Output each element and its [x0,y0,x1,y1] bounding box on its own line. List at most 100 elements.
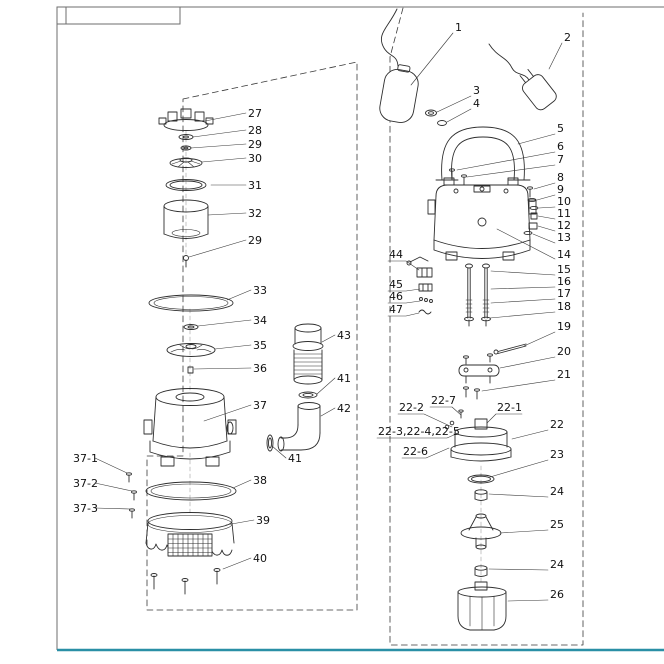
callout-37-3: 37-3 [73,502,98,515]
callout-27: 27 [248,107,262,120]
callout-38: 38 [253,474,267,487]
callout-47: 47 [389,303,403,316]
right-assembly [376,7,584,646]
part-5-handle [435,126,531,181]
callout-41b: 41 [288,452,302,465]
callout-labels: 27 28 29 30 31 32 29 33 34 35 36 37 43 4… [73,21,571,601]
callout-31: 31 [248,179,262,192]
part-15-18-bolt-assemblies [464,263,491,327]
part-24b-bushing [474,565,488,577]
part-4-grommet [437,120,447,126]
left-assembly [94,61,358,611]
callout-40: 40 [253,552,267,565]
callout-20: 20 [557,345,571,358]
part-37-pump-housing [143,388,237,467]
callout-24b: 24 [550,558,564,571]
part-24-bushing [474,489,488,501]
part-25-impeller [460,513,502,550]
callout-41: 41 [337,372,351,385]
title-block [56,6,181,25]
callout-23: 23 [550,448,564,461]
callout-45: 45 [389,278,403,291]
callout-35: 35 [253,339,267,352]
part-23-ring [467,474,495,484]
callout-5: 5 [557,122,564,135]
callout-29b: 29 [248,234,262,247]
callout-37-2: 37-2 [73,477,98,490]
callout-37: 37 [253,399,267,412]
callout-28: 28 [248,124,262,137]
callout-44: 44 [389,248,403,261]
callout-8: 8 [557,171,564,184]
callout-16: 16 [557,275,571,288]
part-31-ring [165,179,207,191]
part-36-pin [187,366,194,374]
callout-6: 6 [557,140,564,153]
callout-9: 9 [557,183,564,196]
callout-32: 32 [248,207,262,220]
part-21-screws [463,386,480,400]
callout-14: 14 [557,248,571,261]
part-20-plate [458,353,500,384]
callout-10: 10 [557,195,571,208]
callout-13: 13 [557,231,571,244]
callout-12: 12 [557,219,571,232]
left-boundary [146,61,358,611]
callout-1: 1 [455,21,462,34]
callout-22-1: 22-1 [497,401,522,414]
callout-39: 39 [256,514,270,527]
callout-15: 15 [557,263,571,276]
part-3-grommet-rings [425,109,437,117]
callout-22-6: 22-6 [403,445,428,458]
part-43-hose-adapter [292,323,324,385]
callout-19: 19 [557,320,571,333]
callout-18: 18 [557,300,571,313]
part-1-float-switch [379,8,419,123]
callout-43: 43 [337,329,351,342]
left-leader-lines [94,112,336,570]
callout-17: 17 [557,287,571,300]
part-40-screws [150,568,221,595]
page-frame [56,6,664,652]
right-leader-lines [376,32,563,602]
callout-37-1: 37-1 [73,452,98,465]
part-27-top-cap [158,108,214,131]
part-42-elbow [277,402,321,452]
part-34-washer [183,324,199,330]
part-41b-ring [266,434,274,452]
part-6-7-screws [449,168,467,186]
callout-22: 22 [550,418,564,431]
part-2-power-plug [488,43,557,111]
part-29b-bolt [183,255,189,268]
callout-11: 11 [557,207,571,220]
callout-30: 30 [248,152,262,165]
callout-34: 34 [253,314,267,327]
callout-4: 4 [473,97,480,110]
callout-22-7: 22-7 [431,394,456,407]
part-35-impeller-plate [166,343,216,357]
part-30-fan [169,157,203,168]
callout-22-3-4-5: 22-3,22-4,22-5 [378,425,460,438]
part-32-cup [163,199,209,239]
callout-24: 24 [550,485,564,498]
callout-46: 46 [389,290,403,303]
part-26-bottom-cup [457,581,507,631]
callout-42: 42 [337,402,351,415]
callout-25: 25 [550,518,564,531]
callout-29: 29 [248,138,262,151]
part-37x-screws [126,472,137,519]
part-33-diaphragm [148,294,234,312]
callout-26: 26 [550,588,564,601]
callout-36: 36 [253,362,267,375]
callout-2: 2 [564,31,571,44]
right-boundary [389,7,584,646]
callout-7: 7 [557,153,564,166]
callout-33: 33 [253,284,267,297]
part-19-pin [493,343,527,355]
callout-3: 3 [473,84,480,97]
callout-21: 21 [557,368,571,381]
part-44-47-terminal-parts [406,256,433,315]
part-38-seal-ring [145,481,237,501]
part-41-ring [298,391,318,399]
